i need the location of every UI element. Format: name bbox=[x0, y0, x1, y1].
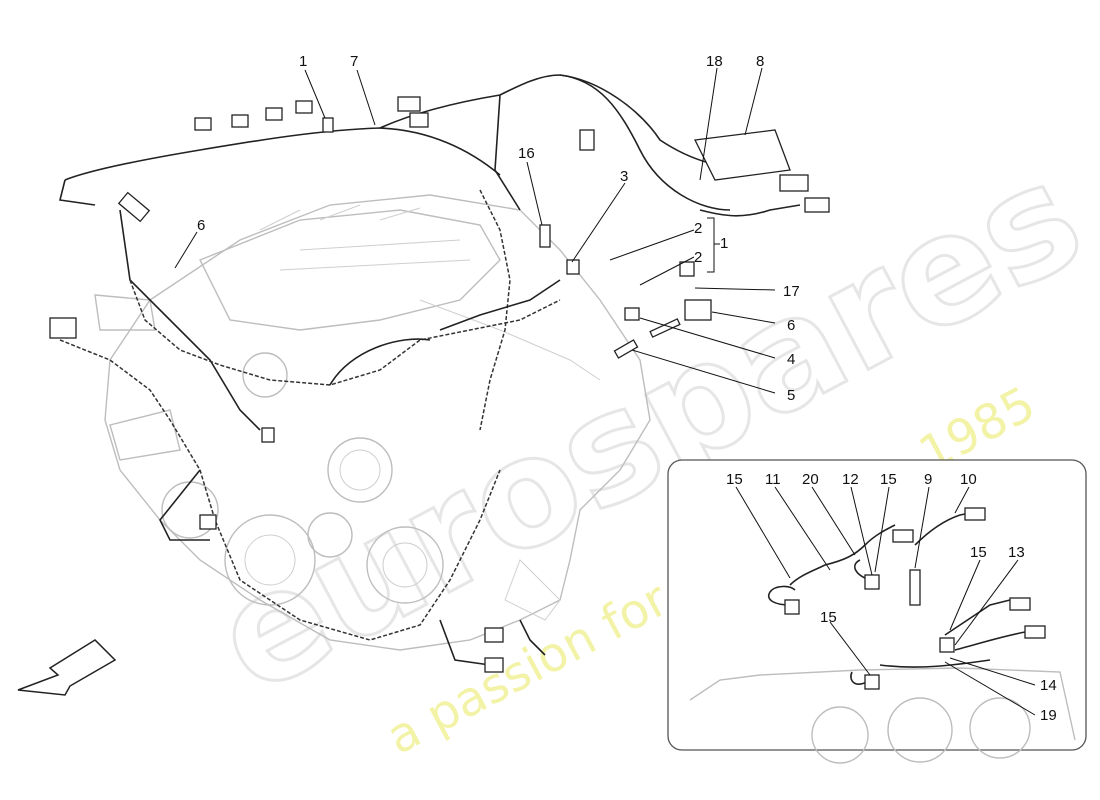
callout-7: 7 bbox=[350, 53, 358, 70]
callout-3: 3 bbox=[620, 168, 628, 185]
harness-connector bbox=[49, 317, 77, 339]
callout-1: 1 bbox=[720, 235, 728, 252]
callout-9: 9 bbox=[924, 471, 932, 488]
callout-20: 20 bbox=[802, 471, 819, 488]
connector-plug bbox=[1009, 597, 1031, 611]
sensor-6-body bbox=[684, 299, 712, 321]
callout-10: 10 bbox=[960, 471, 977, 488]
connector-plug bbox=[295, 100, 313, 114]
knock-sensor bbox=[939, 637, 955, 653]
spark-plug-5 bbox=[613, 339, 639, 359]
callout-19: 19 bbox=[1040, 707, 1057, 724]
connector-2 bbox=[679, 261, 695, 277]
sensor-16 bbox=[539, 224, 551, 248]
sensor-17 bbox=[624, 307, 640, 321]
wiring-harness bbox=[59, 74, 801, 666]
callout-14: 14 bbox=[1040, 677, 1057, 694]
connector-plug bbox=[265, 107, 283, 121]
callout-15: 15 bbox=[726, 471, 743, 488]
connector-plug bbox=[231, 114, 249, 128]
callout-5: 5 bbox=[787, 387, 795, 404]
callout-8: 8 bbox=[756, 53, 764, 70]
connector-plug bbox=[199, 514, 217, 530]
sensor-3 bbox=[566, 259, 580, 275]
callout-2: 2 bbox=[694, 220, 702, 237]
callout-6: 6 bbox=[197, 217, 205, 234]
connector-plug bbox=[1024, 625, 1046, 639]
callout-labels: 1 7 6 18 8 16 3 2 2 1 17 6 4 5 15 11 20 … bbox=[197, 53, 1057, 724]
callout-15: 15 bbox=[970, 544, 987, 561]
callout-2: 2 bbox=[694, 249, 702, 266]
knock-sensor bbox=[864, 574, 880, 590]
callout-17: 17 bbox=[783, 283, 800, 300]
connector-plug bbox=[484, 657, 504, 673]
connector-plug bbox=[397, 96, 421, 112]
callout-12: 12 bbox=[842, 471, 859, 488]
callout-16: 16 bbox=[518, 145, 535, 162]
ecu-module bbox=[694, 129, 791, 181]
leader-lines bbox=[174, 67, 1036, 716]
engine-block bbox=[94, 194, 651, 651]
front-direction-arrow-icon bbox=[17, 639, 117, 696]
connectors bbox=[49, 96, 830, 673]
connector-plug bbox=[964, 507, 986, 521]
connector-plug bbox=[484, 627, 504, 643]
connector-plug bbox=[261, 427, 275, 443]
connector-plug bbox=[409, 112, 429, 128]
connector-plug bbox=[892, 529, 914, 543]
detail-inset bbox=[667, 459, 1087, 764]
ignition-coil bbox=[117, 191, 151, 223]
temperature-sensor bbox=[322, 117, 334, 133]
callout-4: 4 bbox=[787, 351, 795, 368]
callout-11: 11 bbox=[765, 471, 781, 488]
knock-sensor bbox=[784, 599, 800, 615]
connector-plug bbox=[194, 117, 212, 131]
ecu-connector bbox=[804, 197, 830, 213]
callout-13: 13 bbox=[1008, 544, 1025, 561]
knock-sensor bbox=[864, 674, 880, 690]
callout-18: 18 bbox=[706, 53, 723, 70]
callout-1: 1 bbox=[299, 53, 307, 70]
phase-sensor bbox=[909, 569, 921, 606]
callout-15: 15 bbox=[880, 471, 897, 488]
callout-6: 6 bbox=[787, 317, 795, 334]
callout-15: 15 bbox=[820, 609, 837, 626]
relay bbox=[579, 129, 595, 151]
ecu-connector bbox=[779, 174, 809, 192]
